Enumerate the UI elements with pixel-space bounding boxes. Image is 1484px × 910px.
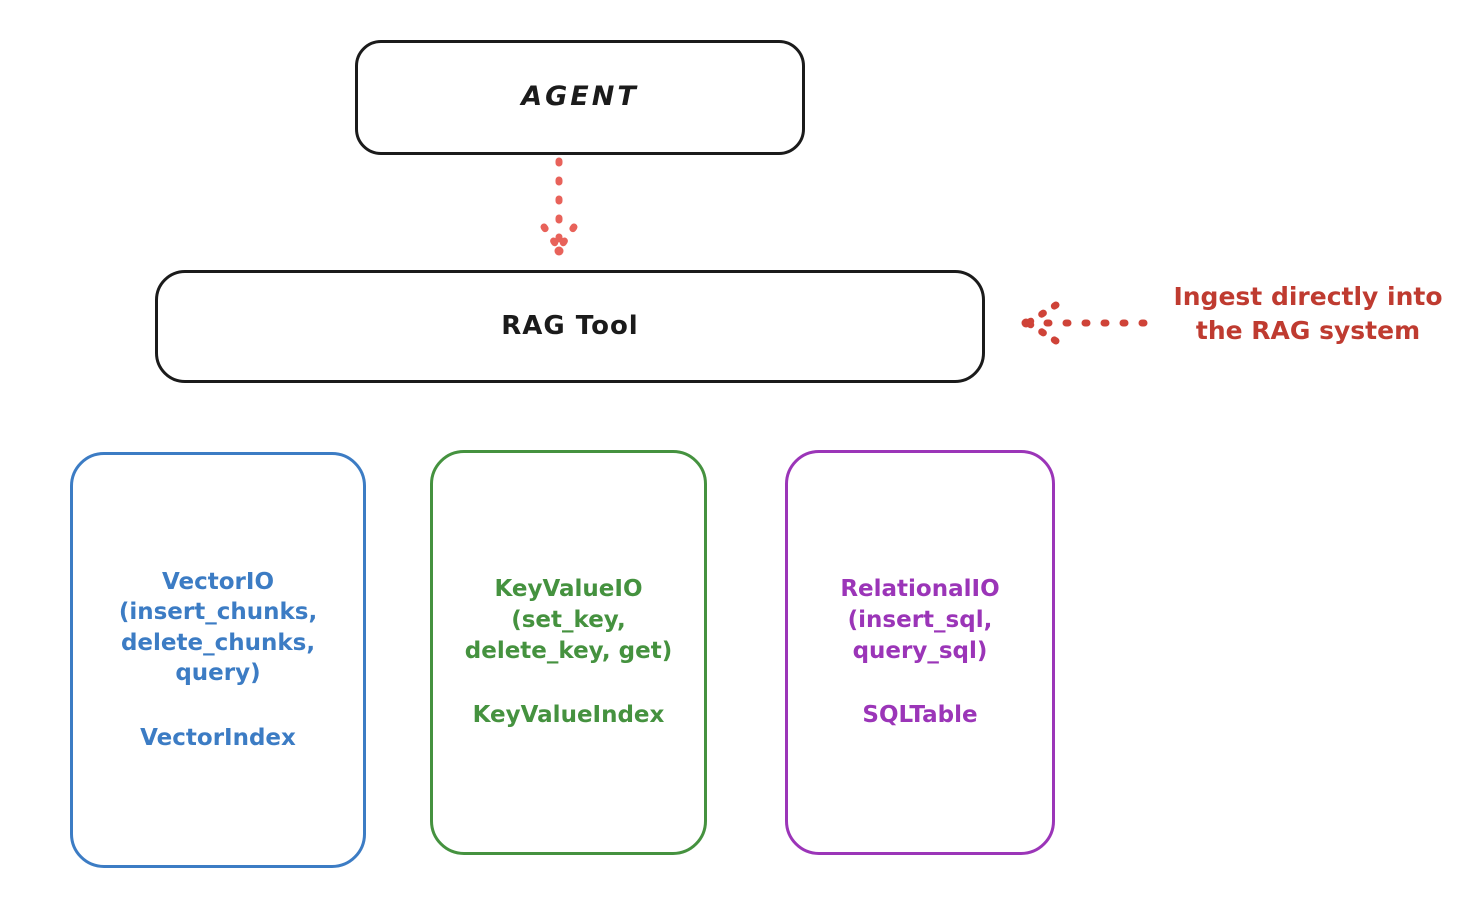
node-rag-tool[interactable]: RAG Tool bbox=[155, 270, 985, 383]
node-rag-tool-label: RAG Tool bbox=[501, 310, 639, 341]
node-vector-io[interactable]: VectorIO (insert_chunks, delete_chunks, … bbox=[70, 452, 366, 868]
node-key-value-io[interactable]: KeyValueIO (set_key, delete_key, get) Ke… bbox=[430, 450, 707, 855]
node-relational-io-content: RelationalIO (insert_sql, query_sql) SQL… bbox=[840, 574, 999, 730]
node-relational-io-sublabel: SQLTable bbox=[862, 702, 978, 729]
arrow-ingest-to-rag-icon bbox=[1021, 301, 1148, 345]
arrow-agent-to-rag-icon bbox=[540, 157, 578, 256]
node-relational-io-label: RelationalIO (insert_sql, query_sql) bbox=[840, 576, 1000, 664]
node-vector-io-label: VectorIO (insert_chunks, delete_chunks, … bbox=[118, 568, 318, 687]
node-agent[interactable]: AGENT bbox=[355, 40, 805, 155]
node-vector-io-sublabel: VectorIndex bbox=[140, 724, 296, 751]
node-relational-io[interactable]: RelationalIO (insert_sql, query_sql) SQL… bbox=[785, 450, 1055, 855]
node-key-value-io-sublabel: KeyValueIndex bbox=[472, 702, 665, 729]
node-agent-label: AGENT bbox=[521, 81, 639, 113]
node-key-value-io-content: KeyValueIO (set_key, delete_key, get) Ke… bbox=[465, 574, 672, 730]
node-vector-io-content: VectorIO (insert_chunks, delete_chunks, … bbox=[119, 567, 317, 754]
node-key-value-io-label: KeyValueIO (set_key, delete_key, get) bbox=[464, 576, 673, 664]
annotation-ingest-directly: Ingest directly into the RAG system bbox=[1173, 282, 1443, 345]
